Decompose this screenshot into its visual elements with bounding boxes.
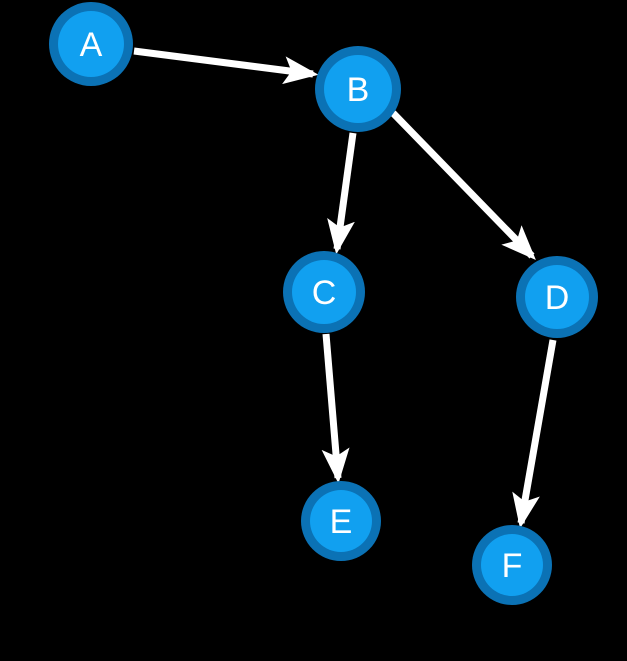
node-label-b: B [347, 71, 370, 109]
node-fill-c [292, 260, 356, 324]
node-fill-b [324, 55, 392, 123]
node-label-e: E [330, 503, 353, 541]
node-fill-a [58, 11, 124, 77]
node-label-c: C [312, 274, 337, 312]
node-label-d: D [545, 279, 570, 317]
graph-node-e[interactable]: E [301, 481, 381, 561]
graph-node-b[interactable]: B [315, 46, 401, 132]
graph-node-c[interactable]: C [283, 251, 365, 333]
edge-d-to-f[interactable] [512, 339, 557, 529]
graph-node-f[interactable]: F [472, 525, 552, 605]
graph-node-d[interactable]: D [516, 256, 598, 338]
node-fill-d [525, 265, 589, 329]
node-label-a: A [80, 26, 103, 64]
node-label-f: F [502, 547, 523, 585]
nodes-layer: A B C D E F [49, 2, 598, 605]
edge-a-to-b[interactable] [133, 47, 319, 85]
node-fill-e [310, 490, 372, 552]
edge-c-to-e[interactable] [321, 333, 350, 484]
node-fill-f [481, 534, 543, 596]
graph-node-a[interactable]: A [49, 2, 133, 86]
edges-layer [133, 47, 557, 529]
edge-b-to-c[interactable] [327, 132, 357, 255]
edge-b-to-d[interactable] [390, 110, 536, 261]
